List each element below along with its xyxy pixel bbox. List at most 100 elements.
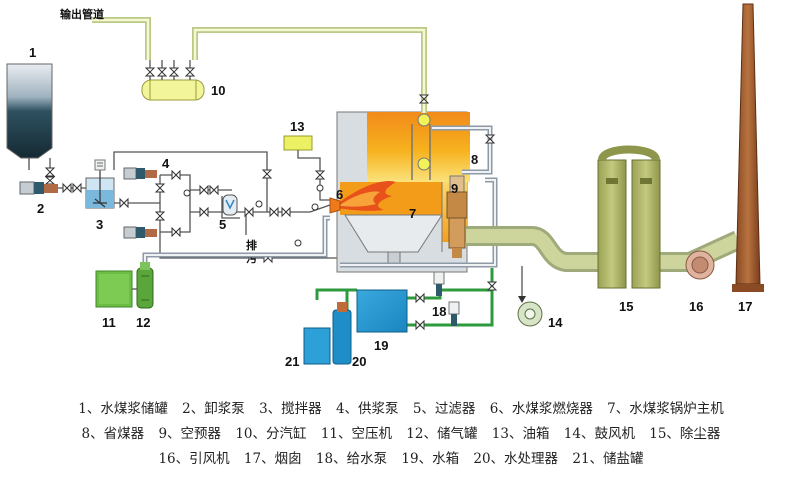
valve-icon[interactable] (415, 292, 425, 304)
number-8: 8 (471, 152, 478, 167)
number-13: 13 (290, 119, 304, 134)
legend-item: 1、水煤浆储罐 (78, 401, 168, 417)
number-16: 16 (689, 299, 703, 314)
mixer-tank (85, 159, 115, 209)
air-preheater (446, 175, 468, 258)
flame-icon (336, 180, 396, 211)
legend-item: 15、除尘器 (649, 426, 721, 442)
legend-item: 2、卸浆泵 (182, 401, 245, 417)
number-1: 1 (29, 45, 36, 60)
legend-item: 19、水箱 (401, 451, 460, 467)
number-19: 19 (374, 338, 388, 353)
valve-icon[interactable] (269, 206, 279, 218)
air-compressor (95, 270, 133, 308)
valve-icon[interactable] (199, 184, 209, 196)
valve-icon[interactable] (486, 281, 498, 291)
slurry-feed-pump (123, 226, 157, 239)
gauge-icon (183, 189, 319, 247)
number-10: 10 (211, 83, 225, 98)
valve-icon[interactable] (171, 226, 181, 238)
legend-item: 18、给水泵 (315, 451, 388, 467)
number-5: 5 (219, 217, 226, 232)
slurry-unloading-pump (19, 181, 58, 195)
number-4: 4 (162, 156, 170, 171)
slurry-feed-pump (123, 167, 157, 180)
legend-item: 4、供浆泵 (335, 401, 399, 417)
number-2: 2 (37, 201, 44, 216)
legend-item: 21、储盐罐 (572, 451, 644, 467)
filter (222, 194, 238, 216)
legend-row: 16、引风机 17、烟囱 18、给水泵 19、水箱 20、水处理器 21、储盐罐 (0, 447, 802, 472)
number-17: 17 (738, 299, 752, 314)
brine-tank (303, 327, 331, 365)
number-7: 7 (409, 206, 416, 221)
legend-item: 12、储气罐 (406, 426, 478, 442)
legend-row: 8、省煤器 9、空预器 10、分汽缸 11、空压机 12、储气罐 13、油箱 1… (0, 422, 802, 447)
slurry-burner (329, 197, 341, 214)
induced-draft-fan (685, 250, 715, 280)
valve-icon[interactable] (244, 206, 254, 218)
feed-water-pump (433, 271, 460, 326)
valve-icon[interactable] (415, 319, 425, 331)
drain-label-bottom: 污 (246, 251, 257, 265)
valve-icon[interactable] (156, 67, 168, 77)
valve-icon[interactable] (171, 169, 181, 181)
steam-header-cylinder (141, 79, 205, 101)
blower (517, 296, 543, 327)
valve-icon[interactable] (484, 134, 496, 144)
gauge-icon (316, 184, 324, 192)
legend-item: 7、水煤浆锅炉主机 (607, 401, 724, 417)
process-diagram: 排 污 (6, 3, 764, 369)
number-3: 3 (96, 217, 103, 232)
oil-tank (283, 135, 313, 151)
legend-item: 13、油箱 (491, 426, 550, 442)
legend-item: 20、水处理器 (473, 451, 559, 467)
valve-icon[interactable] (199, 206, 209, 218)
valve-icon[interactable] (209, 184, 219, 196)
legend-item: 9、空预器 (158, 426, 222, 442)
air-receiver-tank (136, 262, 154, 309)
valve-icon[interactable] (119, 197, 129, 209)
legend-item: 6、水煤浆燃烧器 (489, 401, 593, 417)
valve-icon[interactable] (72, 182, 82, 194)
legend-item: 10、分汽缸 (235, 426, 307, 442)
valve-icon[interactable] (44, 167, 56, 177)
number-21: 21 (285, 354, 299, 369)
valve-icon[interactable] (184, 67, 196, 77)
valve-icon[interactable] (168, 67, 180, 77)
dust-collector (597, 145, 661, 289)
valve-icon[interactable] (281, 206, 291, 218)
slurry-storage-tank (6, 63, 53, 170)
number-14: 14 (548, 315, 563, 330)
valve-icon[interactable] (154, 211, 166, 221)
outlet-pipe-label: 输出管道 (60, 7, 104, 21)
valve-icon[interactable] (44, 176, 56, 185)
water-tank (356, 289, 408, 333)
legend-item: 5、过滤器 (412, 401, 476, 417)
valve-icon[interactable] (261, 169, 273, 179)
number-20: 20 (352, 354, 366, 369)
chimney (732, 3, 764, 292)
valve-icon[interactable] (62, 182, 72, 194)
valve-icon[interactable] (144, 67, 156, 77)
legend-item: 17、烟囱 (243, 451, 302, 467)
valve-icon[interactable] (314, 170, 326, 180)
legend-item: 14、鼓风机 (563, 426, 635, 442)
legend-row: 1、水煤浆储罐 2、卸浆泵 3、搅拌器 4、供浆泵 5、过滤器 6、水煤浆燃烧器… (0, 397, 802, 422)
number-12: 12 (136, 315, 150, 330)
drain-label-top: 排 (246, 238, 257, 252)
legend-item: 11、空压机 (320, 426, 392, 442)
number-18: 18 (432, 304, 446, 319)
valve-icon[interactable] (154, 183, 166, 193)
legend-item: 16、引风机 (158, 451, 230, 467)
legend-item: 3、搅拌器 (259, 401, 322, 417)
legend: 1、水煤浆储罐 2、卸浆泵 3、搅拌器 4、供浆泵 5、过滤器 6、水煤浆燃烧器… (0, 397, 802, 472)
water-treatment-device (332, 302, 352, 365)
number-15: 15 (619, 299, 633, 314)
valve-icon[interactable] (418, 94, 430, 104)
number-6: 6 (336, 187, 343, 202)
number-9: 9 (451, 181, 458, 196)
number-11: 11 (102, 315, 116, 330)
legend-item: 8、省煤器 (81, 426, 145, 442)
